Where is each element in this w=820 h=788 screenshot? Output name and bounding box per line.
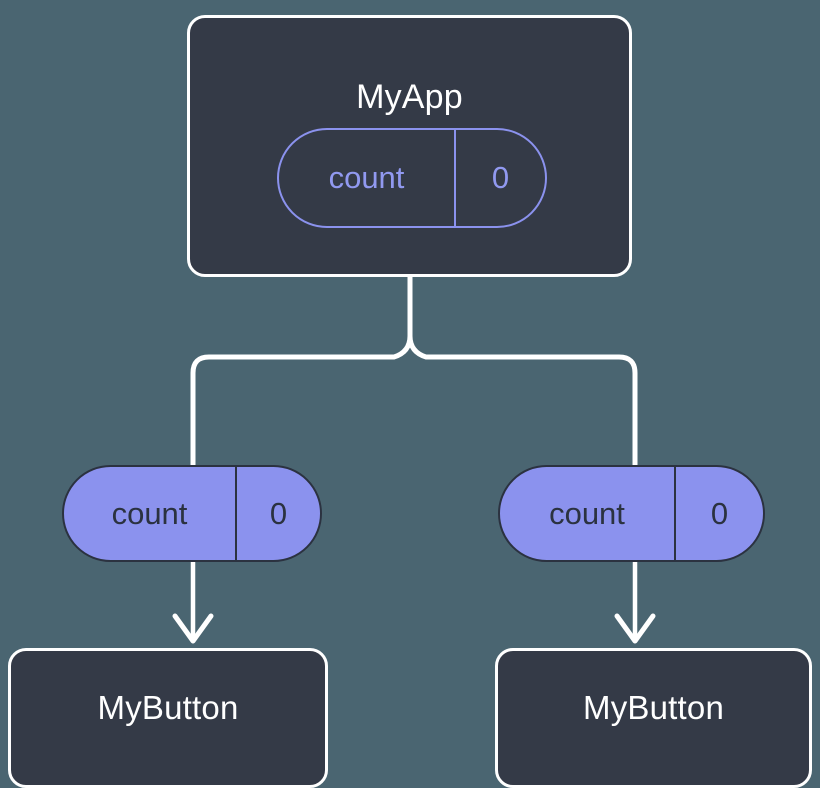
node-mybutton-left-title: MyButton [97, 689, 239, 726]
node-myapp[interactable]: MyApp [187, 15, 632, 277]
prop-pill-value: 0 [235, 467, 320, 560]
arrow-head-right [614, 613, 656, 644]
prop-pill-left-count[interactable]: count 0 [62, 465, 322, 562]
prop-pill-key: count [111, 495, 188, 531]
state-pill-value: 0 [454, 130, 545, 226]
diagram-canvas: MyApp count 0 count 0 MyButton count 0 M… [8, 15, 812, 788]
state-pill-key: count [328, 160, 405, 195]
node-mybutton-right[interactable]: MyButton [495, 648, 812, 788]
prop-pill-right-count[interactable]: count 0 [498, 465, 765, 562]
node-myapp-title: MyApp [356, 78, 463, 116]
node-mybutton-right-title: MyButton [583, 689, 724, 726]
fork-connector [190, 274, 413, 468]
prop-pill-key: count [549, 495, 625, 531]
state-pill-myapp-count[interactable]: count 0 [277, 128, 547, 228]
arrow-head-left [172, 613, 214, 644]
node-mybutton-left[interactable]: MyButton [8, 648, 328, 788]
fork-connector-right [407, 333, 638, 468]
prop-pill-value: 0 [674, 467, 763, 560]
